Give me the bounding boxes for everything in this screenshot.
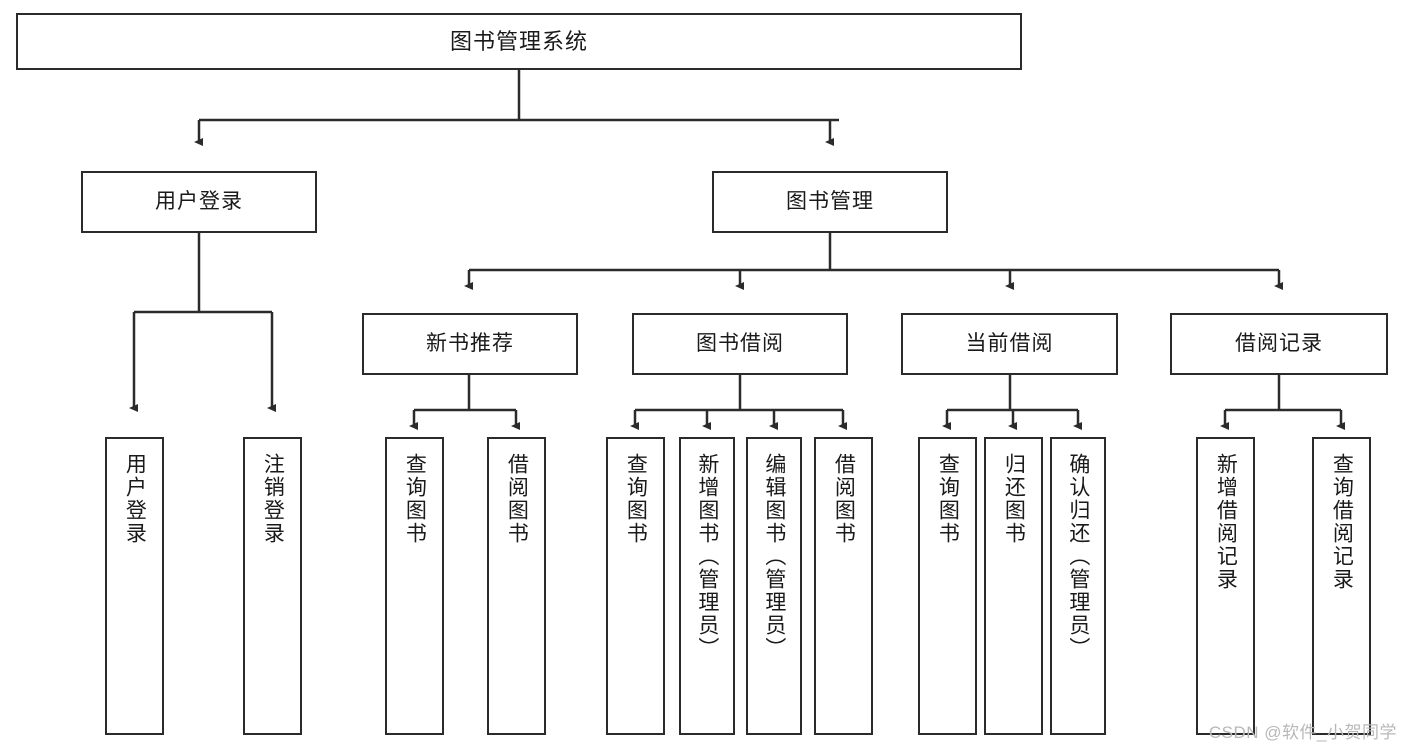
node-leaf-query-book-1[interactable]: 查询图书 [385,437,444,735]
node-leaf-user-login[interactable]: 用户登录 [105,437,164,735]
node-label: 借阅图书 [505,453,529,545]
node-leaf-borrow-book-1[interactable]: 借阅图书 [487,437,546,735]
node-label: 查询图书 [403,453,427,545]
node-label: 查询图书 [936,453,960,545]
node-book-manage[interactable]: 图书管理 [712,171,948,233]
node-label: 当前借阅 [965,331,1054,355]
node-label: 查询图书 [624,453,648,545]
node-borrow-record[interactable]: 借阅记录 [1170,313,1388,375]
node-leaf-query-record[interactable]: 查询借阅记录 [1312,437,1371,735]
node-label: 图书借阅 [696,331,784,355]
node-leaf-add-record[interactable]: 新增借阅记录 [1196,437,1255,735]
node-label: 借阅图书 [832,453,856,545]
node-leaf-confirm-return[interactable]: 确认归还（管理员） [1050,437,1106,735]
watermark: CSDN @软件_小贺同学 [1208,723,1397,742]
node-label: 确认归还（管理员） [1066,453,1090,660]
node-label: 用户登录 [123,453,147,545]
node-leaf-query-book-2[interactable]: 查询图书 [606,437,665,735]
node-user-login[interactable]: 用户登录 [81,171,317,233]
node-label: 注销登录 [261,453,285,545]
node-leaf-return-book[interactable]: 归还图书 [984,437,1043,735]
node-leaf-edit-book[interactable]: 编辑图书（管理员） [746,437,802,735]
node-label: 编辑图书（管理员） [762,453,786,660]
node-current-borrow[interactable]: 当前借阅 [901,313,1118,375]
node-label: 用户登录 [155,189,243,213]
node-label: 新增借阅记录 [1214,453,1238,591]
node-leaf-add-book[interactable]: 新增图书（管理员） [679,437,735,735]
node-label: 图书管理 [786,189,874,213]
node-leaf-logout[interactable]: 注销登录 [243,437,302,735]
node-leaf-borrow-book-2[interactable]: 借阅图书 [814,437,873,735]
node-leaf-query-book-3[interactable]: 查询图书 [918,437,977,735]
node-book-borrow[interactable]: 图书借阅 [632,313,848,375]
node-label: 查询借阅记录 [1330,453,1354,591]
node-label: 归还图书 [1002,453,1026,545]
node-label: 借阅记录 [1235,331,1323,355]
node-label: 新增图书（管理员） [695,453,719,660]
node-new-book-recommend[interactable]: 新书推荐 [362,313,578,375]
node-root-system[interactable]: 图书管理系统 [16,13,1022,70]
node-label: 新书推荐 [426,331,514,355]
node-label: 图书管理系统 [449,28,588,54]
